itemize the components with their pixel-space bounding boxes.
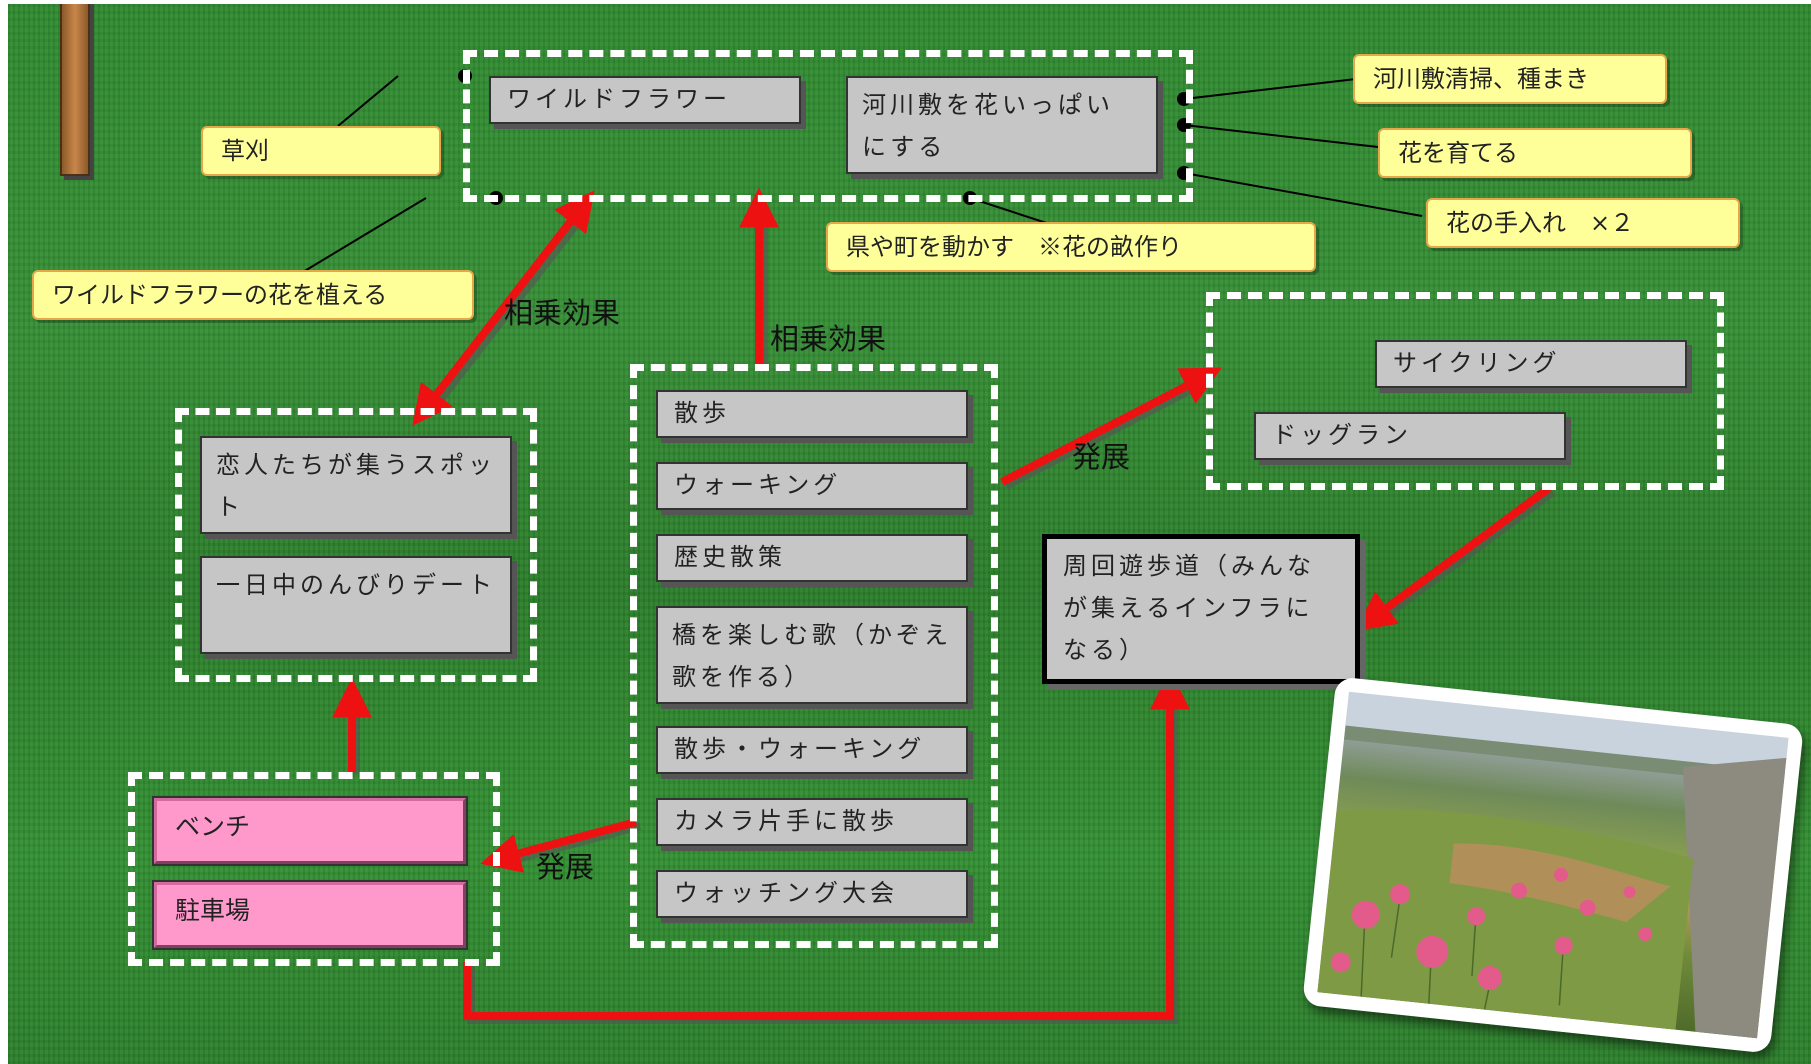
diagram-canvas: ワイルドフラワー 河川敷を花いっぱいにする 草刈 ワイルドフラワーの花を植える … xyxy=(8,4,1811,1064)
wildflower-box: ワイルドフラワー xyxy=(489,76,801,124)
center-group-frame xyxy=(630,364,998,948)
develop-label-left: 発展 xyxy=(536,850,595,884)
dogrun-box: ドッグラン xyxy=(1254,412,1566,460)
parking-box: 駐車場 xyxy=(152,880,468,950)
develop-arrow-left xyxy=(480,818,638,873)
wooden-post xyxy=(60,4,90,176)
loop-path-box: 周回遊歩道（みんなが集えるインフラになる） xyxy=(1042,534,1360,684)
top-group-frame xyxy=(463,50,1193,202)
callout-plant-flowers: ワイルドフラワーの花を植える xyxy=(32,270,474,320)
callout-grow: 花を育てる xyxy=(1378,128,1692,178)
bench-box: ベンチ xyxy=(152,796,468,866)
red-arrows xyxy=(332,187,1552,1020)
activity-walking: ウォーキング xyxy=(656,462,968,510)
callout-kusakari: 草刈 xyxy=(201,126,441,176)
left-group-frame xyxy=(175,408,537,682)
synergy-label-center: 相乗効果 xyxy=(770,322,887,356)
facility-to-loop-arrow xyxy=(463,669,1190,1020)
callout-cleanup: 河川敷清掃、種まき xyxy=(1353,54,1667,104)
right-group-frame xyxy=(1206,292,1724,490)
facilities-group-frame xyxy=(128,772,500,966)
develop-label-right: 発展 xyxy=(1072,440,1131,474)
develop-arrow-right xyxy=(1000,367,1222,486)
callout-prefecture: 県や町を動かす ※花の畝作り xyxy=(826,222,1316,272)
riverbank-goal-box: 河川敷を花いっぱいにする xyxy=(846,76,1158,174)
day-date-box: 一日中のんびりデート xyxy=(200,556,512,654)
lovers-spot-box: 恋人たちが集うスポット xyxy=(200,436,512,534)
connectors-layer xyxy=(302,69,1556,1024)
activity-camera-walk: カメラ片手に散歩 xyxy=(656,798,968,846)
activity-history-walk: 歴史散策 xyxy=(656,534,968,582)
flowers-illustration xyxy=(1317,691,1789,1039)
riverbank-flowers-photo xyxy=(1302,676,1804,1054)
synergy-label-left: 相乗効果 xyxy=(504,296,621,330)
activity-watching-event: ウォッチング大会 xyxy=(656,870,968,918)
activity-walk: 散歩 xyxy=(656,390,968,438)
cycling-box: サイクリング xyxy=(1375,340,1687,388)
activity-bridge-song: 橋を楽しむ歌（かぞえ歌を作る） xyxy=(656,606,968,704)
callout-care: 花の手入れ ×２ xyxy=(1426,198,1740,248)
to-loop-path-arrow xyxy=(1354,484,1552,632)
activity-walk-walking: 散歩・ウォーキング xyxy=(656,726,968,774)
synergy-arrow-left xyxy=(412,190,595,426)
